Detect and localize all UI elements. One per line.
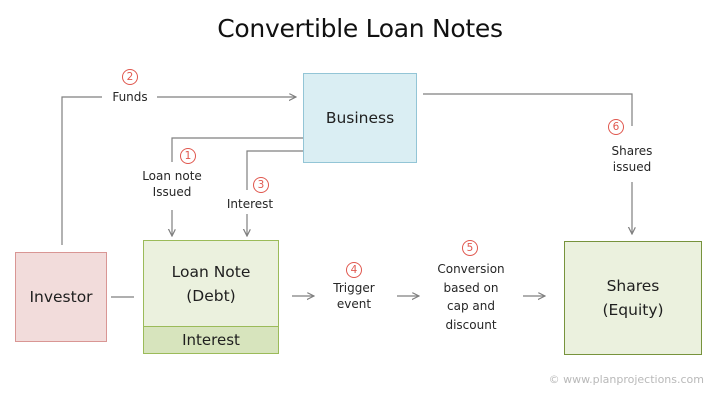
- step-2-label: Funds: [112, 90, 148, 104]
- step-1-badge: 1: [180, 148, 196, 164]
- step-4-badge: 4: [346, 262, 362, 278]
- step-5-label: Conversion based on cap and discount: [428, 260, 514, 334]
- step-1-line2: Issued: [152, 185, 192, 199]
- step-5-line2: based on: [443, 280, 499, 295]
- step-3-badge: 3: [253, 177, 269, 193]
- step-1-line1: Loan note: [142, 169, 202, 183]
- loan-note-interest: Interest: [144, 326, 278, 353]
- step-6-line1: Shares: [611, 144, 653, 158]
- business-node: Business: [303, 73, 417, 163]
- step-5-line3: cap and: [447, 299, 495, 313]
- step-4-line2: event: [336, 297, 372, 311]
- copyright-credit: © www.planprojections.com: [548, 373, 704, 386]
- step-4-label: Trigger event: [324, 280, 384, 312]
- diagram-title: Convertible Loan Notes: [217, 14, 503, 43]
- step-3-label: Interest: [226, 197, 274, 211]
- loan-note-sublabel: (Debt): [186, 287, 236, 305]
- investor-label: Investor: [29, 288, 93, 306]
- step-6-line2: issued: [612, 160, 652, 174]
- loan-note-node: Loan Note (Debt) Interest: [143, 240, 279, 354]
- loan-note-body: Loan Note (Debt): [144, 241, 278, 327]
- step-2-badge: 2: [122, 69, 138, 85]
- loan-note-label: Loan Note: [171, 263, 251, 281]
- step-4-line1: Trigger: [333, 281, 375, 295]
- step-5-line1: Conversion: [437, 262, 505, 276]
- shares-node: Shares (Equity): [564, 241, 702, 355]
- shares-sublabel: (Equity): [602, 301, 664, 319]
- step-5-line4: discount: [445, 317, 497, 332]
- step-5-badge: 5: [462, 240, 478, 256]
- investor-node: Investor: [15, 252, 107, 342]
- step-6-label: Shares issued: [602, 143, 662, 175]
- step-6-badge: 6: [608, 119, 624, 135]
- shares-label: Shares: [606, 277, 660, 295]
- business-label: Business: [325, 109, 395, 127]
- step-1-label: Loan note Issued: [132, 168, 212, 200]
